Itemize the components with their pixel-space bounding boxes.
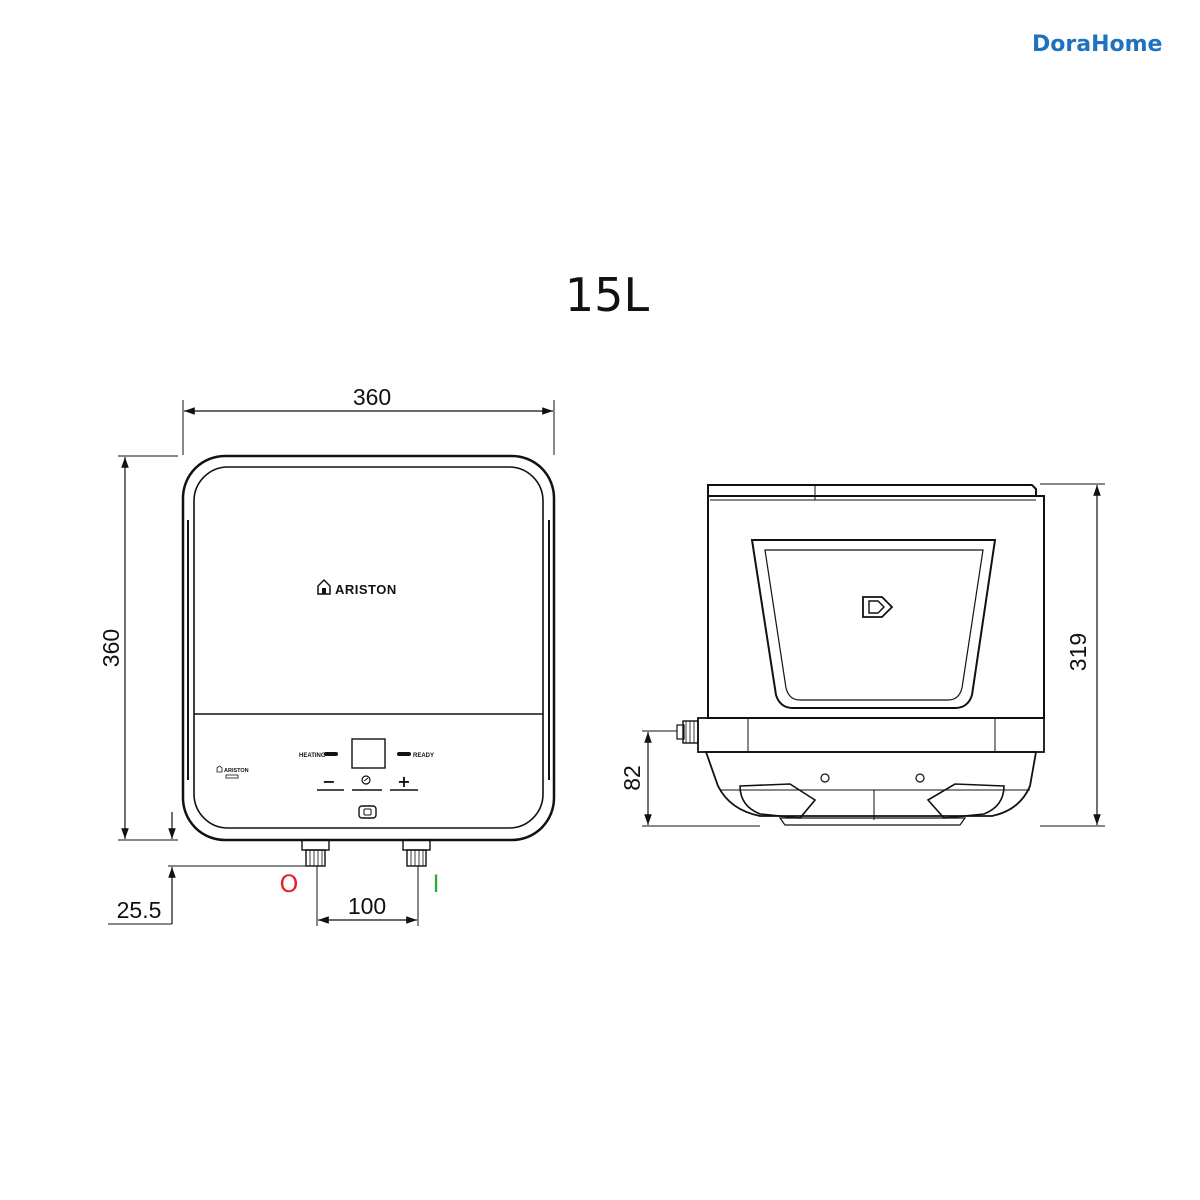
top-lid xyxy=(707,484,1037,497)
minus-button[interactable]: − xyxy=(322,772,335,791)
ready-led xyxy=(397,752,411,756)
ready-indicator-label: READY xyxy=(413,753,434,759)
side-view: 319 82 xyxy=(619,483,1105,827)
lcd-display xyxy=(351,738,386,769)
heating-led xyxy=(324,752,338,756)
height-dimension-label: 360 xyxy=(98,629,124,667)
upper-body xyxy=(707,495,1045,719)
width-dimension-label: 360 xyxy=(353,384,391,410)
side-recess xyxy=(750,539,997,709)
mini-ariston-logo: ARISTON xyxy=(216,765,249,779)
inlet-pipe xyxy=(402,839,431,867)
plus-button[interactable]: + xyxy=(397,772,410,791)
ariston-logo-text: ARISTON xyxy=(335,582,397,597)
model-title: 15L xyxy=(565,268,650,322)
ariston-logo: ARISTON xyxy=(317,578,397,597)
d-logo-icon xyxy=(862,596,894,618)
right-foot xyxy=(926,783,1005,819)
side-pipe xyxy=(676,720,699,744)
left-foot xyxy=(739,783,817,819)
outlet-label: O xyxy=(280,870,299,898)
power-icon[interactable] xyxy=(361,775,371,785)
mode-button[interactable] xyxy=(358,805,377,819)
heater-body-outline xyxy=(181,454,556,842)
lower-band xyxy=(697,717,1045,753)
heating-indicator-label: HEATING xyxy=(299,753,326,759)
side-height-label: 319 xyxy=(1065,633,1091,671)
heater-front-panel xyxy=(193,466,544,829)
inlet-label: I xyxy=(432,870,439,898)
brand-logo: DoraHome xyxy=(1032,32,1163,57)
front-view: 360 360 ARISTON ARISTON HEATING xyxy=(98,384,556,926)
pipe-length-label: 25.5 xyxy=(117,897,162,923)
mini-logo-text: ARISTON xyxy=(224,768,249,774)
bottom-housing xyxy=(704,751,1038,817)
spacing-dimension-label: 100 xyxy=(348,893,386,919)
side-pipe-height-label: 82 xyxy=(619,765,645,791)
outlet-pipe xyxy=(301,839,330,867)
